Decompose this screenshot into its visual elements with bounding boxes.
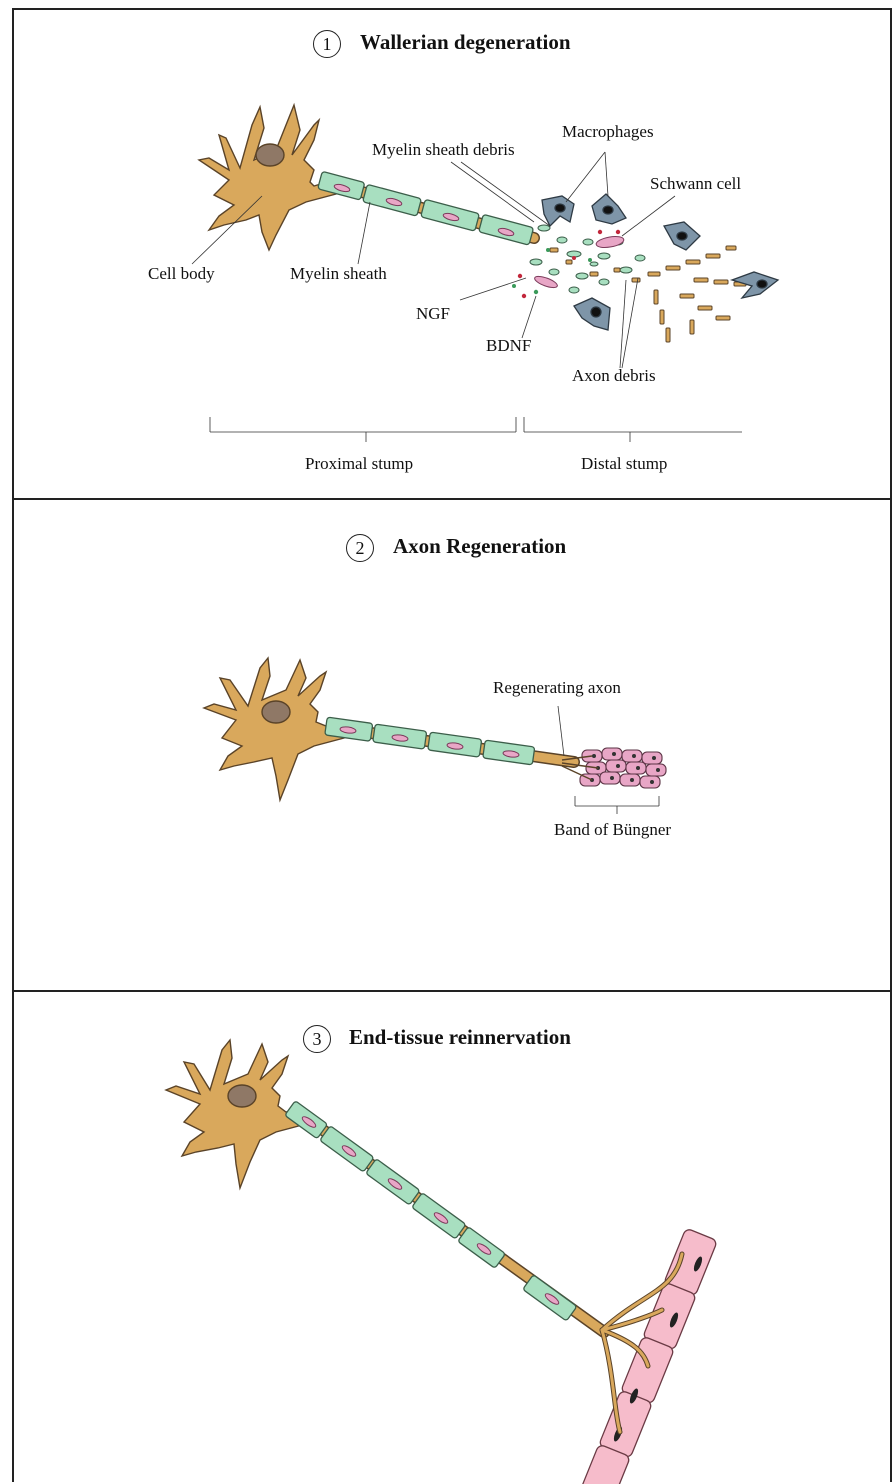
neuron-cell-body — [199, 105, 336, 250]
cell-body-label: Cell body — [148, 264, 215, 284]
axon-debris-label: Axon debris — [572, 366, 656, 386]
schwann-cells — [533, 235, 624, 290]
neuron-cell-body — [166, 1040, 306, 1188]
ngf-label: NGF — [416, 304, 450, 324]
axon-debris — [550, 246, 746, 342]
panel-axon-regeneration: 2 Axon Regeneration — [12, 498, 892, 992]
bdnf-label: BDNF — [486, 336, 531, 356]
neuron-cell-body — [204, 658, 344, 800]
distal-stump-label: Distal stump — [581, 454, 667, 474]
regeneration-illustration — [14, 500, 894, 994]
macrophages-label: Macrophages — [562, 122, 654, 142]
myelin-sheath-label: Myelin sheath — [290, 264, 387, 284]
reinnervation-illustration — [14, 992, 894, 1484]
regenerating-axon-label: Regenerating axon — [493, 678, 621, 698]
myelin-segments — [318, 171, 534, 245]
macrophages — [542, 194, 778, 330]
schwann-cell-label: Schwann cell — [650, 174, 741, 194]
panel-wallerian-degeneration: 1 Wallerian degeneration — [12, 8, 892, 500]
myelin-debris-label: Myelin sheath debris — [372, 140, 515, 160]
panel-end-tissue-reinnervation: 3 End-tissue reinnervation — [12, 990, 892, 1482]
myelin-segments — [325, 717, 535, 765]
band-of-bungner-label: Band of Büngner — [554, 820, 671, 840]
myelin-segments — [285, 1101, 577, 1321]
proximal-stump-label: Proximal stump — [305, 454, 413, 474]
wallerian-illustration — [14, 10, 894, 502]
